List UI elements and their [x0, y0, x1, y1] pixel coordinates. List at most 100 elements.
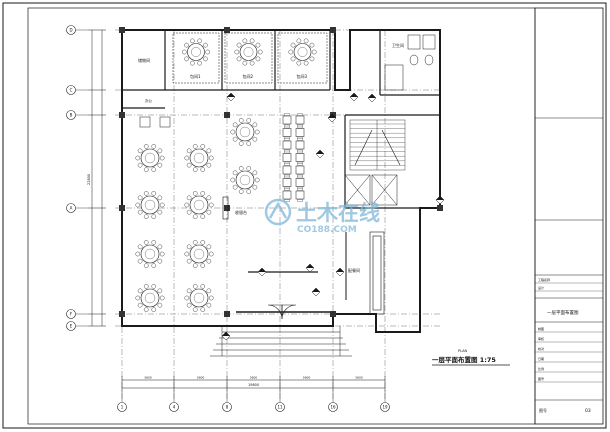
round-table	[184, 284, 214, 312]
grid-col-label: 8	[226, 405, 229, 410]
storage-room-label: 储物间	[138, 57, 150, 63]
grid-row-label: D	[69, 28, 72, 33]
title-block-drawing-name: 一层平面布置图	[547, 309, 579, 316]
title-block-sheet-number: 03	[585, 408, 591, 414]
square-table	[295, 153, 305, 162]
private-room-label: 包间2	[243, 73, 254, 79]
index-marker-fill	[306, 264, 314, 268]
square-table-chair	[297, 188, 303, 191]
square-table	[295, 140, 305, 150]
title-block-row: 校对	[538, 346, 544, 351]
square-table	[159, 116, 171, 128]
entrance-steps	[210, 326, 352, 357]
bottom-dimension-chain	[121, 376, 386, 392]
toilet-fixtures	[384, 34, 436, 91]
grid-col-bubble: 16	[328, 392, 338, 412]
column	[330, 27, 336, 33]
round-table	[234, 38, 263, 66]
grid-row-label: F	[70, 312, 73, 317]
square-table-chair	[284, 138, 290, 141]
column	[224, 27, 230, 33]
plan-title-small: PLAN	[458, 349, 468, 353]
round-table	[230, 118, 260, 146]
round-table	[288, 38, 317, 66]
bottom-dimension-segment: 3600	[197, 376, 205, 380]
hall-round-tables	[135, 118, 260, 312]
bar-counter	[345, 231, 385, 315]
square-table	[295, 190, 305, 200]
office-label: 办公	[145, 98, 152, 103]
left-total-dimension: 22800	[87, 174, 91, 185]
square-table-chair	[297, 113, 303, 116]
grid-col-bubble: 1	[117, 392, 127, 412]
title-block-sheet-label: 图号	[539, 407, 547, 413]
round-table	[184, 240, 214, 268]
grid-row-label: C	[70, 88, 73, 93]
grid-row-bubble: E	[66, 321, 88, 331]
grid-col-label: 11	[277, 405, 283, 410]
index-marker-fill	[316, 150, 324, 154]
index-marker-fill	[258, 268, 266, 272]
left-dimension-chain	[88, 29, 106, 327]
square-table	[282, 178, 292, 187]
grid-axes	[115, 29, 440, 400]
index-marker-fill	[312, 288, 320, 292]
square-table	[282, 190, 292, 200]
square-table-chair	[297, 163, 303, 166]
grid-row-bubble: A	[66, 203, 88, 213]
title-block-row: 日期	[538, 356, 544, 361]
bottom-dimension-segment: 3600	[250, 376, 258, 380]
column	[224, 205, 230, 211]
index-marker-fill	[368, 94, 376, 98]
round-table	[135, 240, 165, 268]
column	[437, 205, 443, 211]
grid-col-label: 19	[382, 405, 388, 410]
side-cabinet	[222, 196, 229, 220]
square-table-chair	[284, 125, 290, 129]
watermark-main: 土木在线	[296, 201, 380, 225]
square-table-chair	[297, 175, 303, 179]
square-table	[282, 153, 292, 162]
grid-row-label: E	[70, 324, 73, 329]
staircase	[349, 119, 406, 171]
watermark-sub: CO188.COM	[297, 225, 357, 235]
index-marker-fill	[336, 268, 344, 272]
cashier-area-label: 配餐间	[348, 267, 360, 273]
private-room: 包间2	[224, 32, 273, 84]
private-room: 包间1	[172, 32, 220, 84]
grid-col-label: 1	[121, 405, 124, 410]
index-markers	[221, 92, 445, 341]
grid-row-label: A	[70, 206, 73, 211]
bottom-dimension-segment: 3600	[303, 376, 311, 380]
square-table	[139, 116, 151, 128]
grid-col-label: 4	[173, 405, 176, 410]
elevator-shaft	[344, 174, 398, 206]
square-table-chair	[284, 113, 290, 116]
square-table	[295, 165, 305, 175]
title-block-row: 审核	[538, 336, 544, 341]
bottom-dimension-segment: 3600	[355, 376, 363, 380]
index-marker-fill	[436, 196, 444, 200]
column	[330, 311, 336, 317]
structural-columns	[119, 27, 443, 317]
round-table	[135, 144, 165, 172]
round-table	[230, 166, 260, 194]
index-marker-fill	[222, 332, 230, 336]
grid-col-bubble: 19	[380, 392, 390, 412]
private-room-label: 包间3	[297, 73, 308, 79]
square-table-chair	[297, 125, 303, 129]
square-table-chair	[297, 150, 303, 154]
private-room-label: 包间1	[190, 73, 201, 79]
column	[224, 112, 230, 118]
grid-row-bubble: D	[66, 25, 88, 35]
column	[119, 205, 125, 211]
square-table	[295, 178, 305, 187]
bar-label: 收银台	[235, 209, 247, 215]
square-table	[282, 128, 292, 137]
square-table-chair	[284, 163, 290, 166]
square-table	[282, 165, 292, 175]
grid-row-label: B	[70, 113, 73, 118]
